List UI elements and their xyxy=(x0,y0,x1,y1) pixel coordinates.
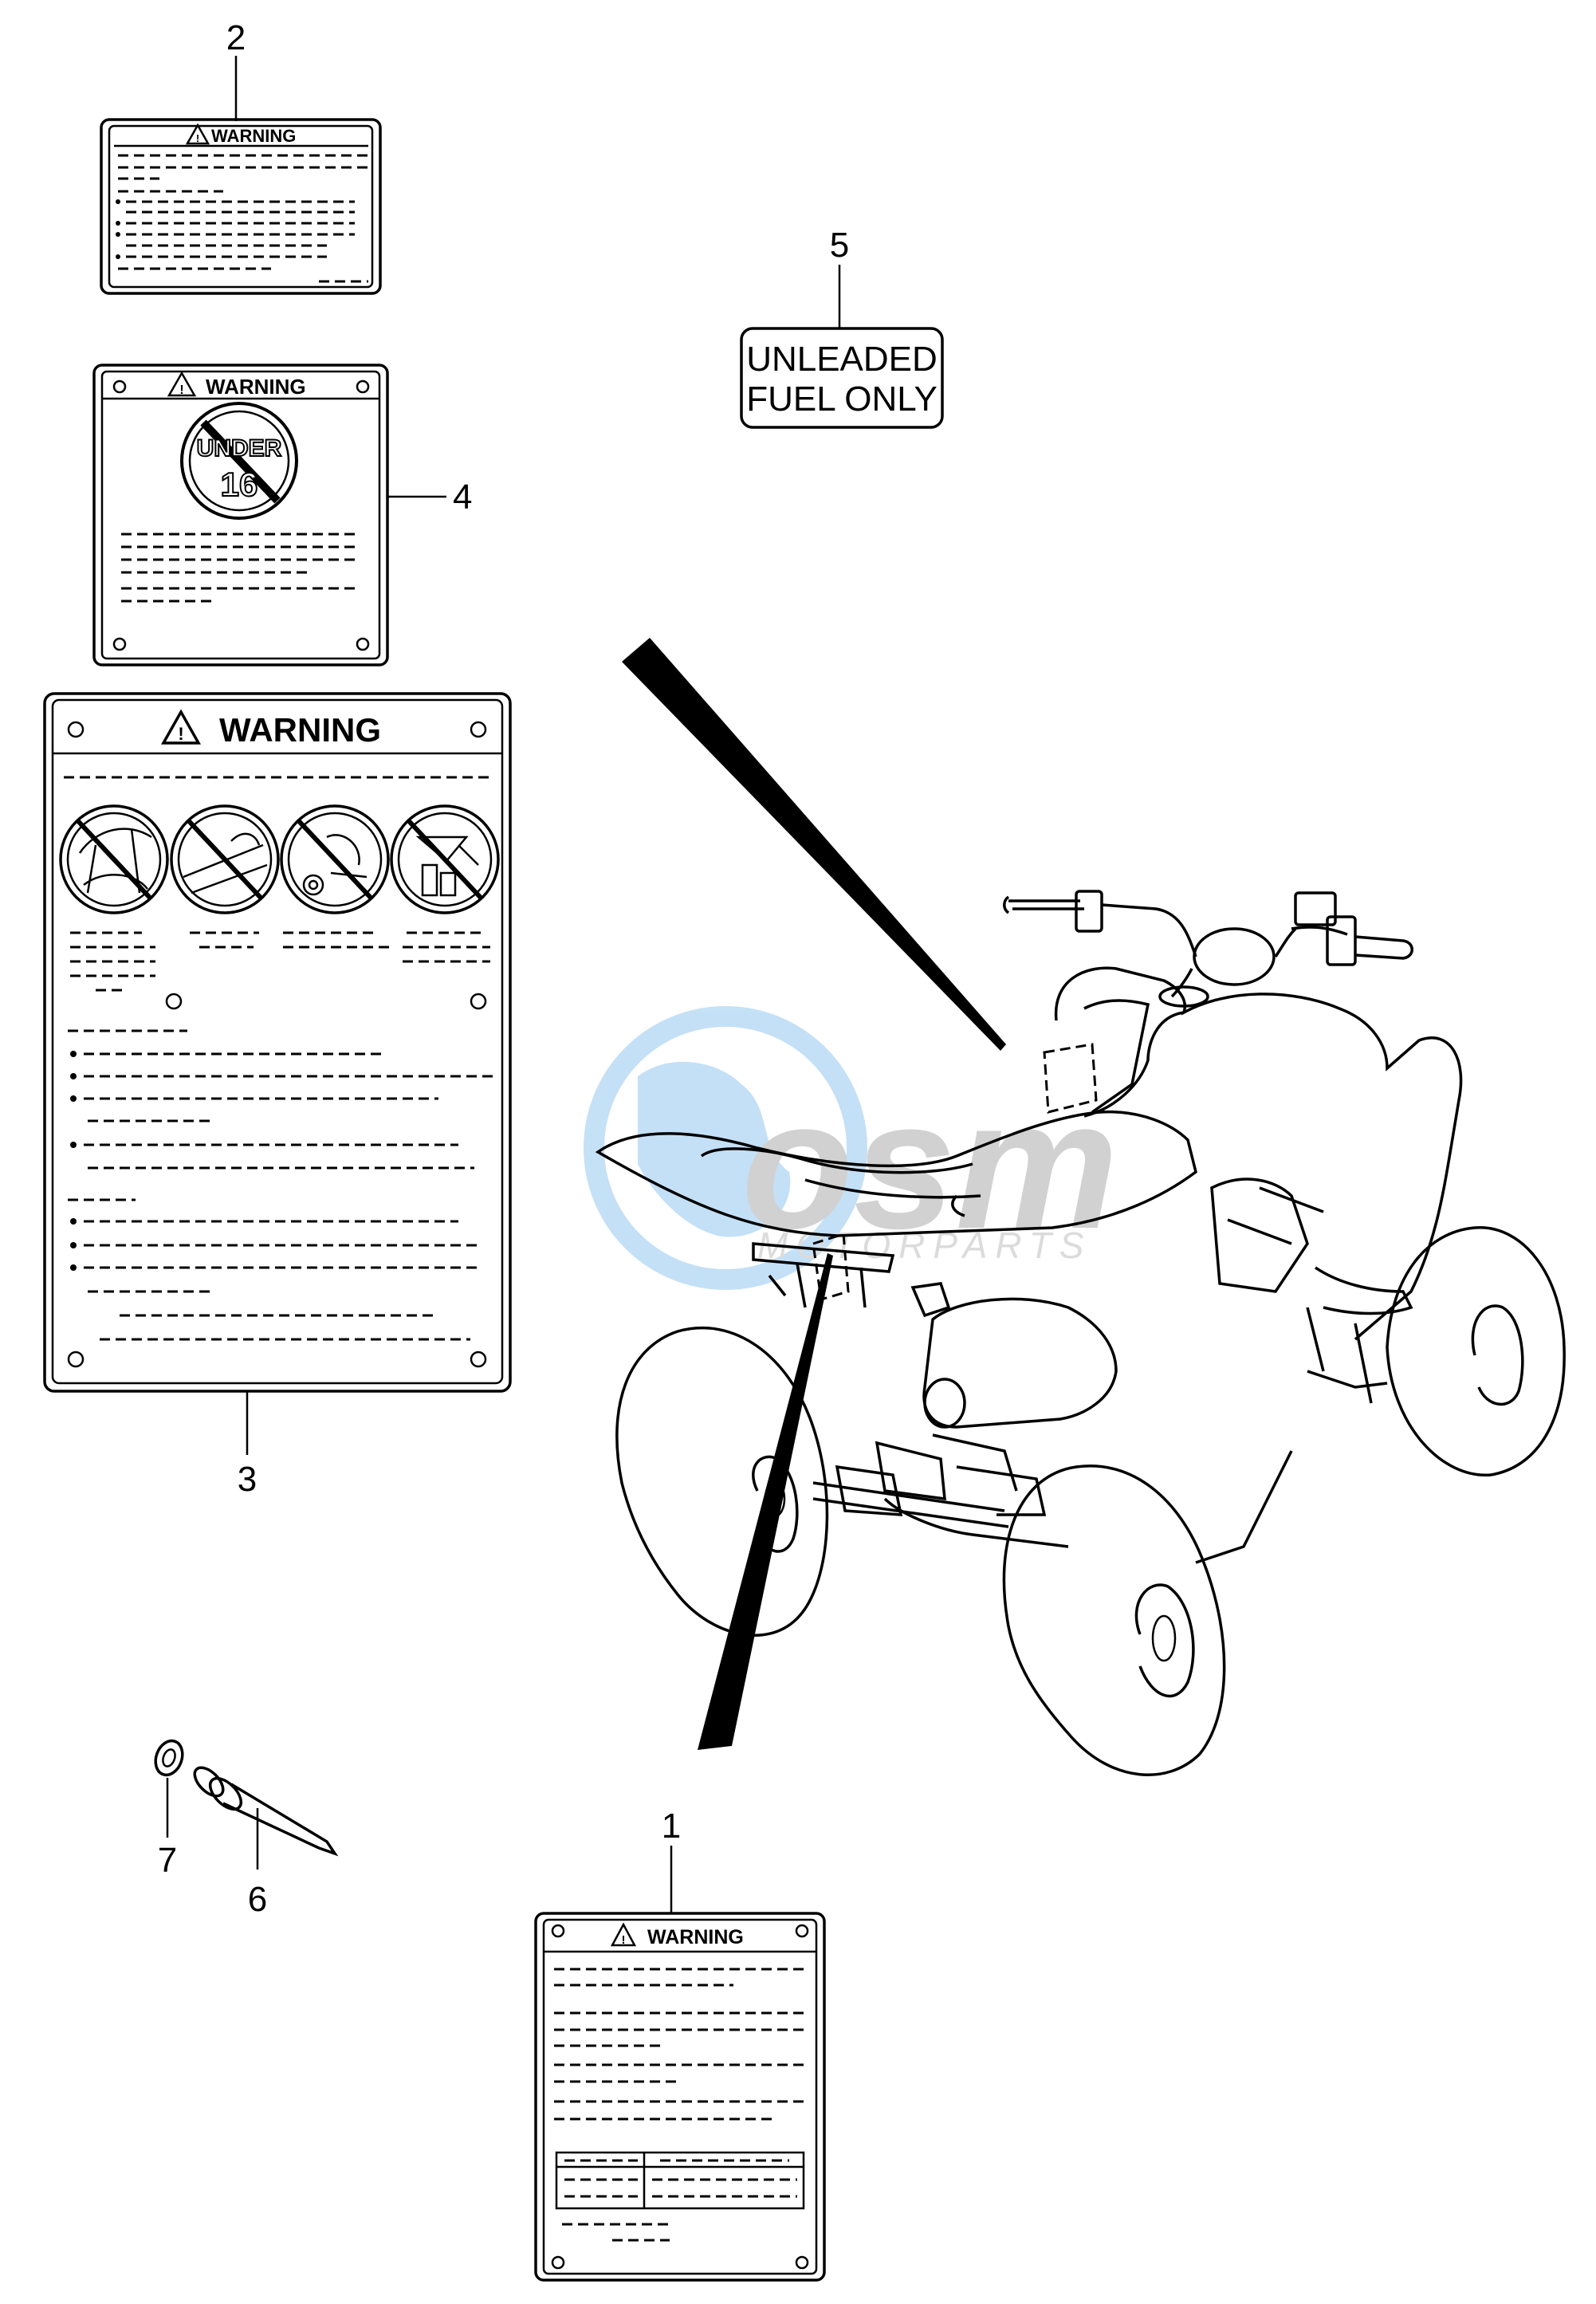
label-4-title: WARNING xyxy=(206,375,306,399)
fuel-line2: FUEL ONLY xyxy=(746,379,938,419)
no-paved-road-icon xyxy=(170,804,280,914)
svg-text:!: ! xyxy=(196,132,199,144)
callout-1: 1 xyxy=(662,1807,681,1846)
washer-part-7 xyxy=(154,1739,184,1777)
callout-5: 5 xyxy=(830,226,849,265)
callout-2: 2 xyxy=(226,18,246,57)
label-1-table xyxy=(555,2151,805,2210)
no-passenger-icon xyxy=(59,804,169,914)
no-under-16-icon: UNDER 16 xyxy=(180,402,298,520)
warning-triangle-icon xyxy=(161,709,201,745)
callout-7: 7 xyxy=(158,1841,177,1880)
warning-triangle-icon xyxy=(167,371,197,397)
warning-triangle-icon xyxy=(185,123,210,145)
no-stunts-icon xyxy=(280,804,390,914)
rivet-part-6 xyxy=(193,1766,339,1857)
svg-text:!: ! xyxy=(622,1933,626,1947)
label-3-warning-large: ! WARNING xyxy=(43,692,512,1393)
label-1-title: WARNING xyxy=(647,1926,744,1948)
label-1-warning: ! WARNING xyxy=(534,1912,826,2282)
label-2-warning: ! WARNING xyxy=(100,118,382,295)
no-alcohol-drugs-icon xyxy=(390,804,500,914)
label-2-title: WARNING xyxy=(211,126,296,146)
fuel-line1: UNLEADED xyxy=(746,340,938,379)
svg-text:!: ! xyxy=(178,724,183,744)
callout-4: 4 xyxy=(453,478,472,517)
pointer-to-label-5 xyxy=(622,638,1006,1051)
label-5-fuel: UNLEADED FUEL ONLY xyxy=(740,327,944,429)
age-badge-line1: UNDER xyxy=(197,435,282,462)
svg-text:!: ! xyxy=(179,383,183,397)
warning-triangle-icon xyxy=(610,1922,637,1947)
age-badge-line2: 16 xyxy=(221,466,258,503)
watermark: osm MOTORPARTS xyxy=(584,1006,1118,1290)
label-3-title: WARNING xyxy=(219,711,381,749)
callout-6: 6 xyxy=(248,1880,267,1919)
callout-3: 3 xyxy=(238,1460,257,1499)
atv-outline xyxy=(595,638,1566,1776)
label-4-warning-under-16: ! WARNING UNDER 16 xyxy=(92,364,389,666)
watermark-sub: MOTORPARTS xyxy=(757,1225,1091,1266)
